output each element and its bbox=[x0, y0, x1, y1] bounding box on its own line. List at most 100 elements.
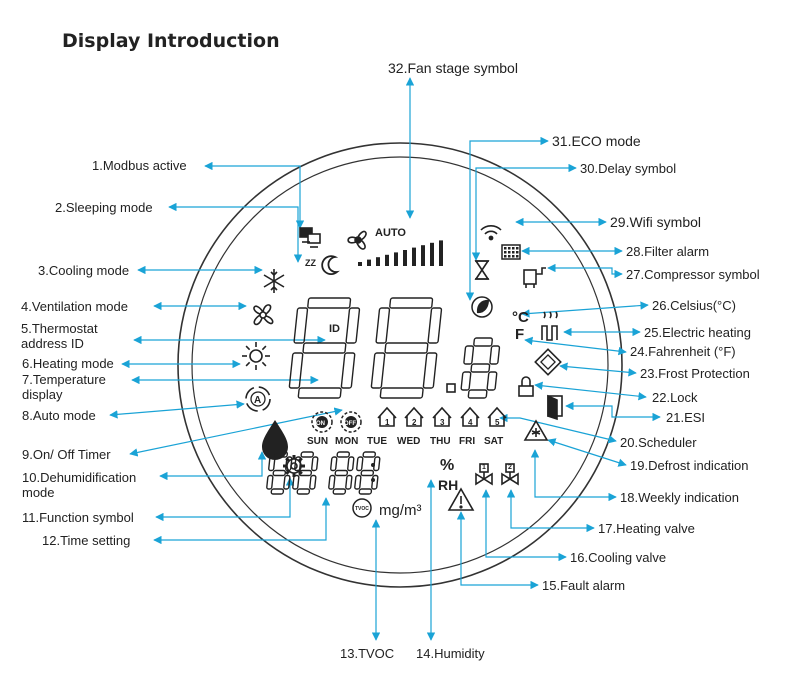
fan-stage-bar bbox=[421, 245, 425, 266]
leader-line-20 bbox=[499, 413, 617, 444]
temp-digit-1 bbox=[288, 297, 361, 399]
heating-valve-icon bbox=[501, 463, 519, 486]
fan-stage-bar bbox=[358, 262, 362, 266]
fan-stage-bar bbox=[385, 254, 389, 266]
esi-door-icon bbox=[547, 394, 563, 421]
fan-stage-bar bbox=[367, 259, 371, 266]
callout-label-29: 29.Wifi symbol bbox=[610, 214, 702, 230]
day-house-icon: 5 bbox=[487, 406, 507, 427]
leader-line-26 bbox=[521, 301, 649, 318]
leader-lines bbox=[109, 77, 661, 641]
callout-label-9: 9.On/ Off Timer bbox=[22, 447, 111, 462]
tvoc-badge-text: TVOC bbox=[355, 506, 369, 512]
callout-label-12: 12.Time setting bbox=[42, 533, 131, 548]
celsius-symbol: °C bbox=[512, 309, 529, 326]
time-digits bbox=[266, 451, 381, 495]
time-digit-1 bbox=[266, 451, 293, 495]
fan-stage-bar bbox=[412, 247, 416, 266]
display-outer-ring bbox=[177, 142, 623, 588]
timer-on-text: ON bbox=[316, 421, 325, 427]
callout-label-31: 31.ECO mode bbox=[552, 133, 641, 149]
callout-label-10: 10.Dehumidification mode bbox=[22, 470, 137, 500]
decimal-point bbox=[446, 383, 456, 393]
weekday-fri: FRI bbox=[459, 436, 475, 447]
day-house-number: 5 bbox=[495, 418, 500, 427]
callout-label-24: 24.Fahrenheit (°F) bbox=[630, 344, 736, 359]
temperature-digits bbox=[288, 297, 501, 399]
leader-line-24 bbox=[524, 336, 627, 356]
fan-stage-bar bbox=[439, 240, 443, 266]
leader-line-12 bbox=[153, 497, 331, 545]
defrost-icon bbox=[523, 419, 549, 441]
day-house-icon: 1 bbox=[377, 406, 397, 427]
fan-stage-bar bbox=[376, 257, 380, 266]
ventilation-fan-icon bbox=[253, 304, 274, 326]
time-colon-dot bbox=[371, 463, 375, 467]
weekday-wed: WED bbox=[397, 436, 420, 447]
fan-stage-bars bbox=[358, 240, 443, 266]
time-digit-4 bbox=[354, 451, 381, 495]
callout-label-1: 1.Modbus active bbox=[92, 158, 187, 173]
leader-line-16 bbox=[481, 489, 567, 562]
fan-stage-bar bbox=[430, 242, 434, 266]
callout-label-5: 5.Thermostat address ID bbox=[21, 321, 98, 351]
water-drop-icon bbox=[262, 420, 288, 460]
callout-label-14: 14.Humidity bbox=[416, 646, 485, 661]
snowflake-icon bbox=[263, 269, 285, 293]
callout-label-13: 13.TVOC bbox=[340, 646, 395, 661]
time-colon-dot bbox=[371, 478, 375, 482]
callout-label-17: 17.Heating valve bbox=[598, 521, 695, 536]
leader-line-19 bbox=[547, 438, 627, 467]
modbus-icon bbox=[299, 227, 321, 248]
auto-text: AUTO bbox=[375, 227, 406, 239]
weekday-thu: THU bbox=[430, 436, 451, 447]
day-house-number: 3 bbox=[440, 418, 445, 427]
fahrenheit-symbol: F bbox=[515, 326, 524, 343]
percent-symbol: % bbox=[440, 457, 454, 474]
wifi-icon bbox=[480, 225, 502, 241]
timer-off-text: OFF bbox=[344, 421, 356, 427]
callout-label-23: 23.Frost Protection bbox=[640, 366, 750, 381]
leader-line-2 bbox=[168, 202, 303, 263]
electric-heating-icon bbox=[541, 311, 558, 341]
leader-line-31 bbox=[465, 136, 549, 301]
filter-alarm-icon bbox=[501, 244, 521, 260]
callout-label-21: 21.ESI bbox=[666, 410, 706, 425]
temp-digit-decimal bbox=[460, 337, 501, 399]
weekday-tue: TUE bbox=[367, 436, 387, 447]
day-house-number: 2 bbox=[412, 418, 417, 427]
callout-label-26: 26.Celsius(°C) bbox=[652, 298, 736, 313]
time-digit-3 bbox=[328, 451, 355, 495]
leader-line-27 bbox=[547, 263, 623, 279]
callout-label-22: 22.Lock bbox=[652, 390, 698, 405]
fan-stage-icon bbox=[347, 230, 367, 250]
leader-line-17 bbox=[506, 489, 595, 533]
leader-line-21 bbox=[565, 401, 661, 422]
callout-label-32: 32.Fan stage symbol bbox=[388, 60, 518, 76]
lock-icon bbox=[518, 376, 534, 397]
timer-off-icon bbox=[340, 411, 362, 433]
callout-label-6: 6.Heating mode bbox=[22, 356, 114, 371]
leader-line-9 bbox=[129, 407, 343, 457]
hourglass-icon bbox=[474, 260, 490, 280]
temp-digit-2 bbox=[370, 297, 443, 399]
leader-line-10 bbox=[159, 451, 267, 481]
cooling-valve-number: 1 bbox=[482, 464, 486, 471]
callout-label-30: 30.Delay symbol bbox=[580, 161, 677, 176]
auto-mode-letter: A bbox=[254, 395, 261, 406]
cooling-valve-icon bbox=[475, 463, 493, 486]
tvoc-badge-icon bbox=[352, 498, 372, 518]
time-digit-2 bbox=[292, 451, 319, 495]
callout-label-16: 16.Cooling valve bbox=[570, 550, 667, 565]
compressor-icon bbox=[523, 267, 546, 288]
fault-alarm-icon bbox=[447, 487, 475, 511]
leader-line-18 bbox=[530, 449, 617, 502]
address-id-text: ID bbox=[329, 323, 340, 335]
leader-line-23 bbox=[559, 362, 637, 377]
callout-label-20: 20.Scheduler bbox=[620, 435, 697, 450]
callout-label-2: 2.Sleeping mode bbox=[55, 200, 153, 215]
rh-symbol: RH bbox=[438, 477, 458, 493]
